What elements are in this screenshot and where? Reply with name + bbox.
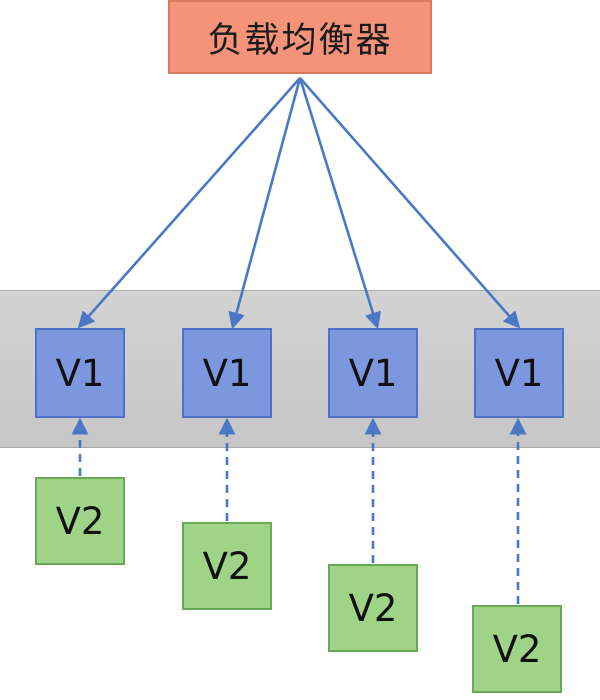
v2-node-2: V2 [182,522,272,610]
v2-node-label: V2 [202,544,252,588]
lb-to-v1-arrow-1 [77,77,301,329]
v1-node-label: V1 [494,351,544,395]
lb-to-v1-arrow-3 [298,77,382,330]
v2-node-label: V2 [55,499,105,543]
v1-node-label: V1 [55,351,105,395]
v1-node-4: V1 [474,328,564,418]
v1-node-label: V1 [202,351,252,395]
v2-node-4: V2 [472,605,562,693]
v2-node-label: V2 [492,627,542,671]
v2-node-1: V2 [35,477,125,565]
load-balancer-label: 负载均衡器 [207,20,393,61]
v1-node-2: V1 [182,328,272,418]
v2-node-3: V2 [328,564,418,652]
v2-node-label: V2 [348,586,398,630]
lb-to-v1-arrow-2 [228,77,302,330]
v1-node-1: V1 [35,328,125,418]
v1-node-label: V1 [348,351,398,395]
load-balancer-node: 负载均衡器 [168,0,432,74]
lb-to-v1-arrow-4 [299,77,521,329]
v1-node-3: V1 [328,328,418,418]
